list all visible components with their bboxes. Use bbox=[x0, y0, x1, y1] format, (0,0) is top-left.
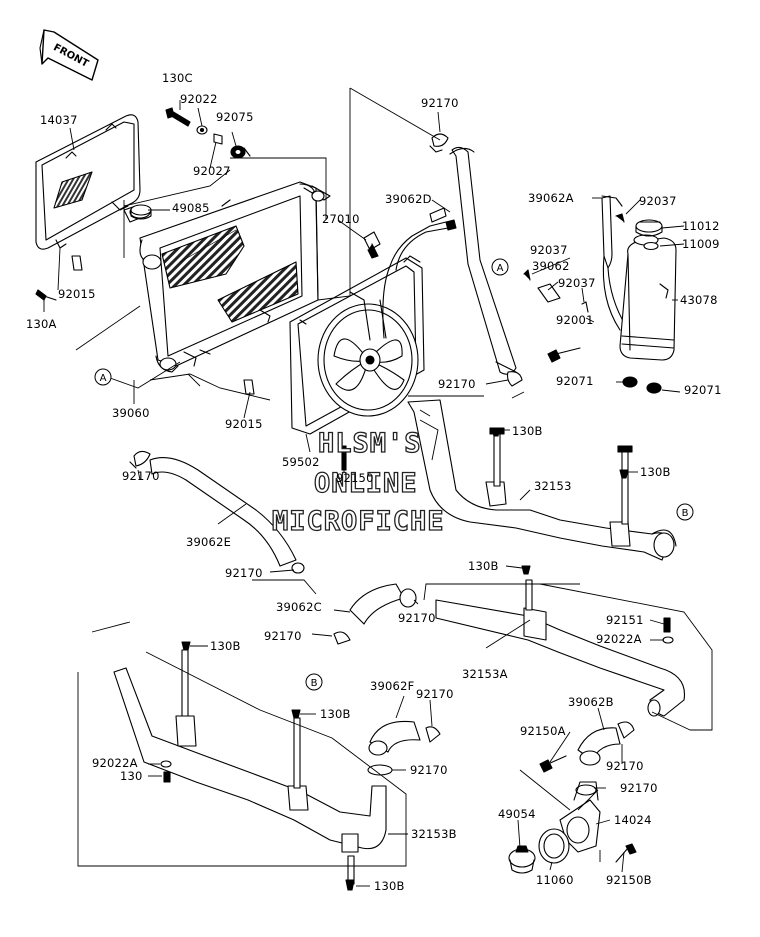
washer-92022a bbox=[662, 636, 674, 644]
part-label[interactable]: 92071 bbox=[684, 383, 722, 397]
gasket-11009 bbox=[643, 241, 659, 251]
part-label[interactable]: 92037 bbox=[639, 194, 677, 208]
ref-marker-a-2: A bbox=[497, 263, 504, 274]
part-label[interactable]: 92170 bbox=[620, 781, 658, 795]
part-label[interactable]: 27010 bbox=[322, 212, 360, 226]
part-label[interactable]: 59502 bbox=[282, 455, 320, 469]
part-label[interactable]: 32153B bbox=[411, 827, 457, 841]
part-label[interactable]: 92150 bbox=[336, 471, 374, 485]
part-label[interactable]: 32153A bbox=[462, 667, 508, 681]
grommet-92071-right bbox=[646, 382, 662, 394]
part-label[interactable]: 92170 bbox=[410, 763, 448, 777]
part-label[interactable]: 130B bbox=[374, 879, 405, 893]
part-label[interactable]: 92170 bbox=[421, 96, 459, 110]
part-label[interactable]: 92015 bbox=[58, 287, 96, 301]
part-label[interactable]: 130C bbox=[162, 71, 193, 85]
part-label[interactable]: 130A bbox=[26, 317, 57, 331]
part-label[interactable]: 14024 bbox=[614, 813, 652, 827]
part-label[interactable]: 39062C bbox=[276, 600, 322, 614]
tank-small-hose bbox=[523, 213, 625, 313]
part-label[interactable]: 49085 bbox=[172, 201, 210, 215]
part-label[interactable]: 130B bbox=[512, 424, 543, 438]
clamp-92170-lower bbox=[506, 371, 523, 387]
ref-marker-a-1: A bbox=[100, 373, 107, 384]
front-arrow-icon: FRONT bbox=[39, 29, 99, 81]
part-label[interactable]: 92027 bbox=[193, 164, 231, 178]
part-label[interactable]: 43078 bbox=[680, 293, 718, 307]
part-label[interactable]: 92170 bbox=[264, 629, 302, 643]
part-label[interactable]: 92015 bbox=[225, 417, 263, 431]
radiator-core bbox=[123, 181, 331, 373]
part-label[interactable]: 39062E bbox=[186, 535, 232, 549]
part-label[interactable]: 92075 bbox=[216, 110, 254, 124]
thermo-switch-27010 bbox=[363, 231, 381, 259]
ref-marker-b-1: B bbox=[682, 508, 689, 519]
hose-39062b bbox=[575, 721, 635, 796]
part-label[interactable]: 92170 bbox=[438, 377, 476, 391]
hose-39062d bbox=[449, 146, 517, 375]
radiator-cap-49085 bbox=[130, 204, 152, 220]
reference-markers: A A B B bbox=[94, 258, 694, 691]
part-label[interactable]: 92170 bbox=[606, 759, 644, 773]
part-label[interactable]: 130B bbox=[640, 465, 671, 479]
fan-shroud bbox=[289, 255, 425, 435]
part-label[interactable]: 92022 bbox=[180, 92, 218, 106]
part-label[interactable]: 130B bbox=[468, 559, 499, 573]
part-label[interactable]: 92170 bbox=[225, 566, 263, 580]
watermark-line-1: HLSM'S bbox=[317, 427, 422, 459]
leader-lines bbox=[43, 87, 713, 887]
part-label[interactable]: 92150B bbox=[606, 873, 652, 887]
watermark-line-2: ONLINE bbox=[313, 467, 418, 499]
part-label[interactable]: 130B bbox=[210, 639, 241, 653]
part-label[interactable]: 92170 bbox=[122, 469, 160, 483]
pipe-32153a bbox=[435, 579, 686, 717]
part-label[interactable]: 39062A bbox=[528, 191, 574, 205]
part-label[interactable]: 39062 bbox=[532, 259, 570, 273]
ref-marker-b-2: B bbox=[311, 678, 318, 689]
part-label[interactable]: 92022A bbox=[92, 756, 138, 770]
part-label[interactable]: 92001 bbox=[556, 313, 594, 327]
watermark-line-3: MICROFICHE bbox=[271, 505, 445, 537]
hose-39062f bbox=[367, 720, 441, 776]
part-label[interactable]: 39062D bbox=[385, 192, 432, 206]
part-label[interactable]: 92071 bbox=[556, 374, 594, 388]
bolt-92151 bbox=[663, 617, 671, 633]
bolt-92001 bbox=[547, 349, 561, 363]
part-label[interactable]: 49054 bbox=[498, 807, 536, 821]
washer-92022a-lower bbox=[160, 760, 172, 768]
reserve-tank-43078 bbox=[619, 234, 677, 361]
bolt-92150 bbox=[341, 445, 347, 471]
part-label[interactable]: 39062F bbox=[370, 679, 415, 693]
part-label[interactable]: 11009 bbox=[682, 237, 720, 251]
part-label[interactable]: 14037 bbox=[40, 113, 78, 127]
part-label[interactable]: 92150A bbox=[520, 724, 566, 738]
part-label[interactable]: 39060 bbox=[112, 406, 150, 420]
bolt-130 bbox=[163, 771, 171, 783]
mounting-hardware bbox=[165, 107, 325, 202]
part-label[interactable]: 11012 bbox=[682, 219, 720, 233]
hose-39062e bbox=[129, 450, 305, 574]
part-label[interactable]: 92170 bbox=[398, 611, 436, 625]
clamp-92170 bbox=[429, 133, 449, 153]
part-label[interactable]: 92037 bbox=[530, 243, 568, 257]
part-label[interactable]: 130B bbox=[320, 707, 351, 721]
bolt-92150b bbox=[625, 843, 637, 855]
pipe-32153 bbox=[407, 399, 677, 561]
hose-39062c bbox=[333, 583, 417, 645]
thermostat-49054 bbox=[508, 845, 536, 874]
part-label[interactable]: 92037 bbox=[558, 276, 596, 290]
part-label[interactable]: 11060 bbox=[536, 873, 574, 887]
fan-wire-harness bbox=[382, 207, 457, 339]
tank-cap-11012 bbox=[635, 219, 663, 237]
part-label[interactable]: 92170 bbox=[416, 687, 454, 701]
part-label[interactable]: 32153 bbox=[534, 479, 572, 493]
pipe-32153b bbox=[113, 649, 387, 885]
part-label[interactable]: 130 bbox=[120, 769, 143, 783]
clip-92015 bbox=[243, 379, 255, 395]
part-label[interactable]: 39062B bbox=[568, 695, 614, 709]
part-label[interactable]: 92022A bbox=[596, 632, 642, 646]
part-label[interactable]: 92151 bbox=[606, 613, 644, 627]
